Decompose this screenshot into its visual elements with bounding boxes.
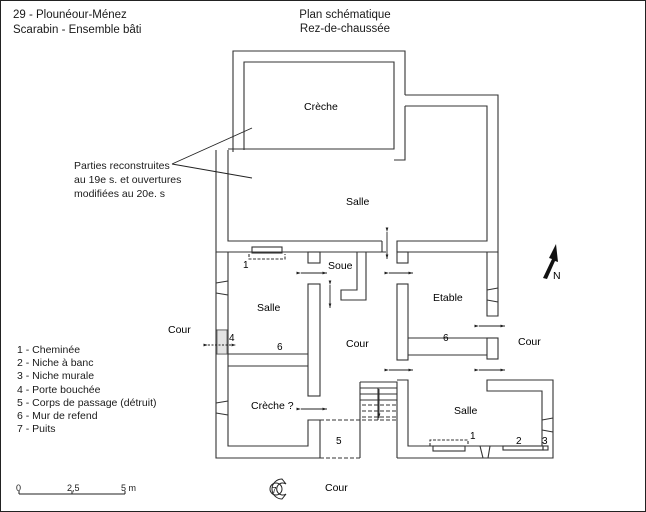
annotation-leaders [171,127,253,179]
site-subtitle: Scarabin - Ensemble bâti [13,24,142,36]
marker-1-top: 1 [243,260,249,271]
room-salle-bottom: Salle [454,405,478,417]
room-creche-q: Crèche ? [251,400,294,412]
marker-5: 5 [336,436,342,447]
soue-walls [340,252,367,301]
fireplace-top-hearth [248,254,286,260]
annotation-line-2: au 19e s. et ouvertures [74,174,182,186]
marker-2: 2 [516,436,522,447]
window-etable [486,287,499,303]
legend-item: 2 - Niche à banc [17,357,94,370]
legend: 1 - Cheminée 2 - Niche à banc 3 - Niche … [17,344,156,436]
fireplace-top [251,246,283,254]
plan-type-title: Plan schématique [299,9,391,21]
etable-walls [396,251,499,361]
niche-bench [502,445,544,451]
courtyard-left: Cour [168,324,191,336]
legend-item: 5 - Corps de passage (détruit) [17,396,157,409]
creche-top-walls [228,50,406,152]
marker-4: 4 [229,333,235,344]
window-left-2 [215,400,229,416]
scale-tick-mid: 2,5 [67,483,80,493]
north-label: N [553,270,561,282]
window-left-1 [215,280,229,296]
well-icon [269,478,287,500]
courtyard-right: Cour [518,336,541,348]
blocked-door [216,329,228,355]
wall-niche [542,445,549,451]
legend-item: 4 - Porte bouchée [17,383,101,396]
legend-item: 3 - Niche murale [17,370,95,383]
scale-bar [18,491,126,495]
plan-level: Rez-de-chaussée [299,23,391,35]
courtyard-bottom: Cour [325,482,348,494]
room-salle-main: Salle [346,196,370,208]
window-salle-bottom [541,417,554,433]
fireplace-bottom [432,445,466,452]
location-title: 29 - Plounéour-Ménez [13,9,127,21]
marker-6-left: 6 [277,342,283,353]
left-wing-walls [215,251,321,459]
legend-item: 1 - Cheminée [17,344,81,356]
marker-6-right: 6 [443,333,449,344]
fireplace-bottom-hearth [429,439,469,446]
scale-tick-end: 5 m [121,483,137,493]
room-etable: Etable [433,292,463,304]
legend-item: 6 - Mur de refend [17,410,98,423]
courtyard-center: Cour [346,338,369,350]
legend-item: 7 - Puits [17,423,56,436]
marker-7: 7 [272,486,277,495]
north-arrow-icon [543,244,558,279]
drain-opening [479,445,491,459]
marker-1-bottom: 1 [470,431,476,442]
annotation-line-3: modifiées au 20e. s [74,188,166,200]
scale-tick-0: 0 [16,483,22,493]
marker-3: 3 [542,436,548,447]
salle-main-walls [215,94,499,253]
room-creche: Crèche [304,101,338,113]
circulation-arrows [203,227,505,418]
annotation-line-1: Parties reconstruites [74,160,170,172]
salle-bottom-walls [397,379,554,459]
room-soue: Soue [328,260,353,272]
room-salle-left: Salle [257,302,281,314]
